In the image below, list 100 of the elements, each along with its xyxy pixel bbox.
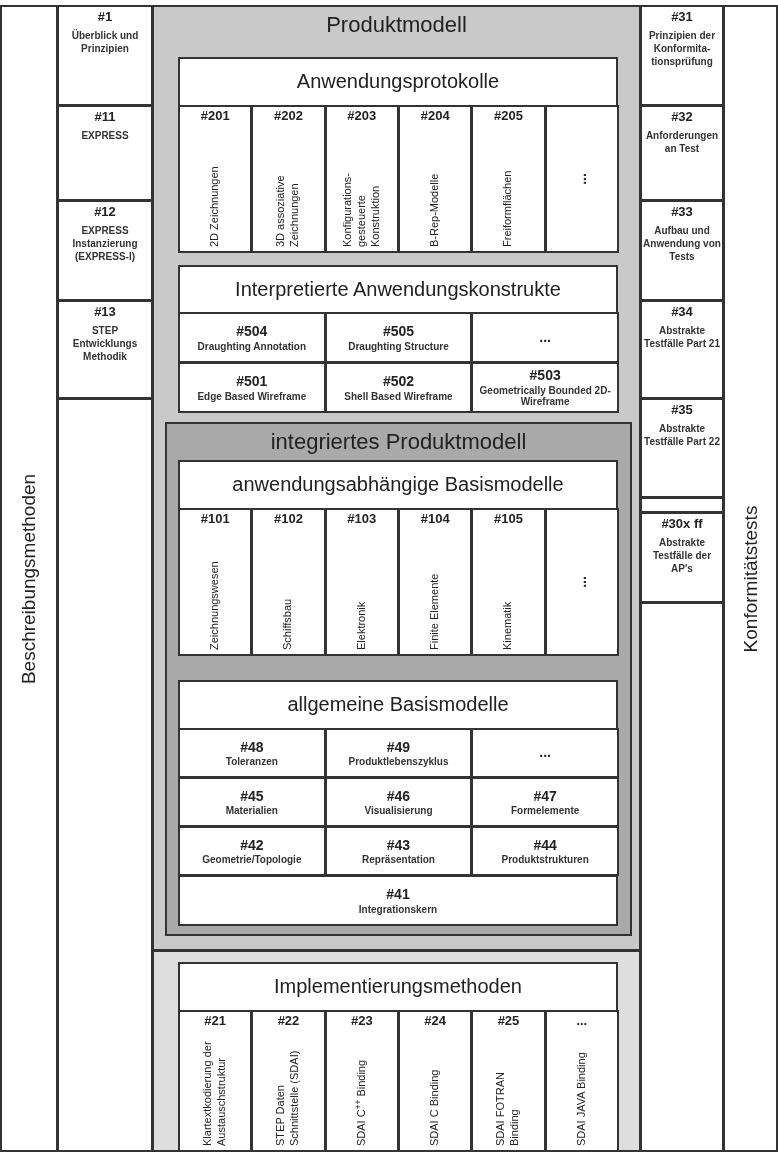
part-box: [57, 300, 153, 399]
group-box: [178, 962, 618, 1152]
part-box: [178, 312, 326, 363]
part-title: 3D assoziative Zeichnungen: [274, 174, 302, 247]
group-box: [178, 265, 618, 413]
part-number: #13: [94, 304, 116, 321]
part-column: [544, 508, 619, 656]
part-box: [178, 362, 326, 413]
part-number: #42: [240, 836, 264, 854]
part-number: #43: [386, 836, 411, 854]
empty-box: [640, 497, 724, 513]
part-column: [544, 105, 619, 253]
part-box: [324, 362, 473, 413]
part-title: Produktlebenszyklus: [347, 756, 450, 768]
part-number: #48: [240, 738, 264, 756]
part-number: #501: [236, 373, 268, 391]
shaded-region: [152, 950, 641, 1152]
part-column: [471, 1010, 546, 1152]
group-title: anwendungsabhängige Basismodelle: [231, 472, 565, 497]
part-box: [640, 300, 724, 399]
part-title: 2D Zeichnungen: [208, 165, 222, 247]
region-title: Produktmodell: [325, 11, 468, 39]
ellipsis: ...: [539, 744, 551, 762]
part-title: Repräsentation: [361, 854, 436, 866]
part-title: Shell Based Wireframe: [343, 390, 454, 402]
part-box: [57, 5, 153, 106]
ellipsis: ...: [573, 172, 591, 187]
part-number: #105: [493, 511, 524, 528]
part-column: [471, 508, 546, 656]
part-number: #22: [276, 1013, 301, 1030]
part-box: [640, 105, 724, 201]
part-box: [640, 5, 724, 106]
part-title: Geometrie/Topologie: [201, 854, 303, 866]
part-title: Freiformflächen: [501, 169, 515, 247]
part-number: #504: [236, 323, 268, 341]
category-band: [723, 5, 778, 1152]
part-title: Anforderungen an Test: [644, 129, 720, 156]
part-box: [178, 777, 326, 827]
part-title: Elektronik: [354, 600, 368, 650]
part-column: [178, 1010, 253, 1152]
part-number: #30x ff: [661, 516, 703, 533]
part-number: #12: [94, 204, 116, 221]
group-box: [178, 57, 618, 253]
part-box: [471, 312, 619, 363]
part-number: #24: [423, 1013, 447, 1030]
part-title: Geometrically Bounded 2D-Wireframe: [478, 384, 612, 408]
part-title: Materialien: [224, 805, 279, 817]
part-number: #205: [493, 108, 524, 125]
part-column: [178, 105, 253, 253]
part-number: #21: [203, 1013, 227, 1030]
part-title: SDAI FOTRAN Binding: [494, 1071, 522, 1146]
part-title: Integrationskern: [357, 903, 439, 915]
part-number: #25: [496, 1013, 521, 1030]
part-title: SDAI C Binding: [428, 1068, 442, 1146]
part-box: [324, 728, 473, 778]
part-title: EXPRESS: [80, 129, 130, 143]
part-title: Überblick und Prinzipien: [70, 29, 140, 56]
part-number: #33: [671, 204, 693, 221]
group-title: Anwendungsprotokolle: [295, 69, 501, 94]
part-box: [640, 512, 724, 603]
part-column: [471, 105, 546, 253]
part-box: [324, 777, 473, 827]
part-number: #46: [386, 787, 411, 805]
ellipsis: ...: [573, 575, 591, 590]
part-column: [251, 105, 326, 253]
part-box: [471, 362, 619, 413]
part-title: Abstrakte Testfälle Part 22: [643, 422, 721, 449]
part-number: #35: [671, 402, 693, 419]
part-number: #103: [346, 511, 378, 528]
group-title: Interpretierte Anwendungskonstrukte: [234, 277, 562, 302]
part-title: SDAI JAVA Binding: [574, 1051, 588, 1146]
part-box: [178, 728, 326, 778]
group-box: [178, 460, 618, 656]
group-title: Implementierungsmethoden: [273, 974, 523, 999]
part-column: [398, 1010, 473, 1152]
part-column: [324, 105, 399, 253]
part-column: [398, 508, 473, 656]
part-number: #44: [533, 836, 557, 854]
part-title: Konfigurations- gesteuerte Konstruktion: [341, 172, 382, 247]
part-number: ...: [575, 1013, 589, 1030]
part-title: STEP Entwicklungs Methodik: [71, 324, 139, 364]
part-number: #34: [671, 304, 693, 321]
part-box: [178, 826, 326, 876]
part-title: Kinematik: [501, 600, 515, 650]
part-box: [57, 200, 153, 301]
part-title: STEP Daten Schnittstelle (SDAI): [274, 1049, 302, 1146]
part-box: [57, 105, 153, 201]
part-number: #47: [533, 787, 557, 805]
part-title: Produktstrukturen: [500, 854, 590, 866]
part-box: [324, 312, 473, 363]
part-title: Draughting Annotation: [196, 340, 308, 352]
part-number: #505: [382, 323, 415, 341]
part-title: Draughting Structure: [347, 340, 450, 352]
vertical-heading: Konformitätstests: [738, 505, 762, 652]
part-title: Abstrakte Testfälle der AP's: [651, 536, 713, 576]
part-box: [471, 777, 619, 827]
part-number: #202: [273, 108, 304, 125]
part-box: [471, 728, 619, 778]
part-number: #203: [346, 108, 378, 125]
part-column: [544, 1010, 619, 1152]
